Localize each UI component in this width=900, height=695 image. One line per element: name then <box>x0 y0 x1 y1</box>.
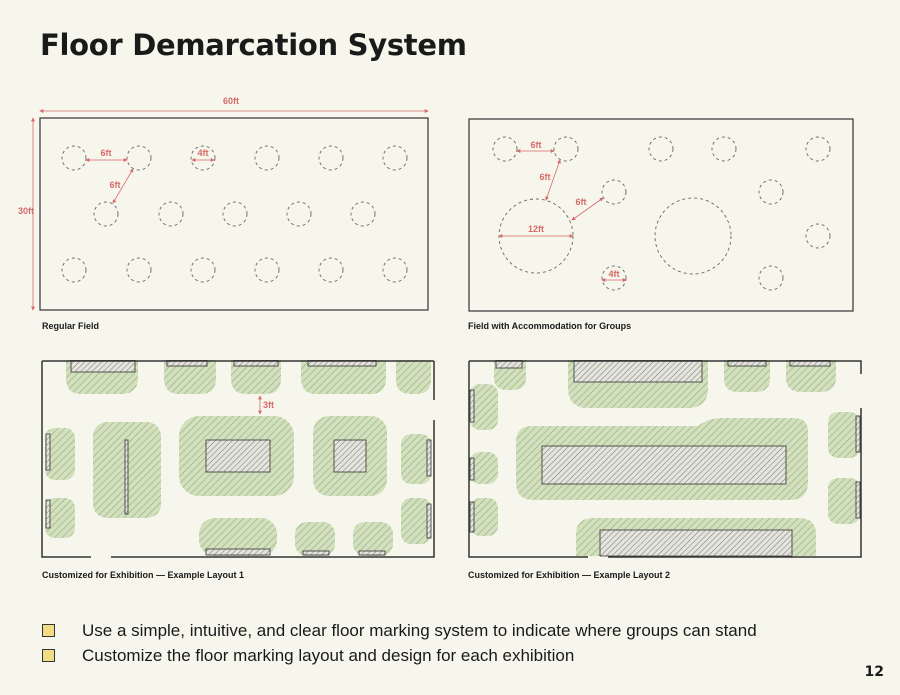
caption-groups-field: Field with Accommodation for Groups <box>468 321 632 331</box>
bullet-box-icon <box>42 624 55 637</box>
dim-diag-label: 6ft <box>110 180 121 190</box>
dim-circle-label: 4ft <box>198 148 209 158</box>
dim-diag2-label: 6ft <box>576 197 587 207</box>
groups-field-diagram: 6ft 6ft 6ft 12ft 4ft <box>468 118 858 313</box>
bullet-item: Use a simple, intuitive, and clear floor… <box>42 618 757 643</box>
caption-layout-1: Customized for Exhibition — Example Layo… <box>42 570 245 580</box>
caption-layout-2: Customized for Exhibition — Example Layo… <box>468 570 671 580</box>
dim-spacing-label: 6ft <box>101 148 112 158</box>
dim-group-label: 12ft <box>528 224 544 234</box>
bullet-text: Customize the floor marking layout and d… <box>82 645 575 665</box>
exhibition-layout-2-diagram <box>468 360 863 560</box>
bullet-list: Use a simple, intuitive, and clear floor… <box>42 618 757 668</box>
exhibition-layout-1-diagram: 3ft <box>41 360 436 560</box>
dim-spacing-label: 6ft <box>531 140 542 150</box>
bullet-text: Use a simple, intuitive, and clear floor… <box>82 620 757 640</box>
dim-height-label: 30ft <box>18 206 34 216</box>
regular-field-diagram: 60ft 30ft 6ft 4ft 6ft <box>18 92 438 322</box>
bullet-item: Customize the floor marking layout and d… <box>42 643 757 668</box>
page-title: Floor Demarcation System <box>40 28 467 62</box>
dim-gap-label: 3ft <box>263 400 274 410</box>
bullet-box-icon <box>42 649 55 662</box>
page-number: 12 <box>864 664 884 680</box>
dim-diag1-label: 6ft <box>540 172 551 182</box>
caption-regular-field: Regular Field <box>42 321 100 331</box>
dim-circle-label: 4ft <box>609 269 620 279</box>
dim-width-label: 60ft <box>223 96 239 106</box>
